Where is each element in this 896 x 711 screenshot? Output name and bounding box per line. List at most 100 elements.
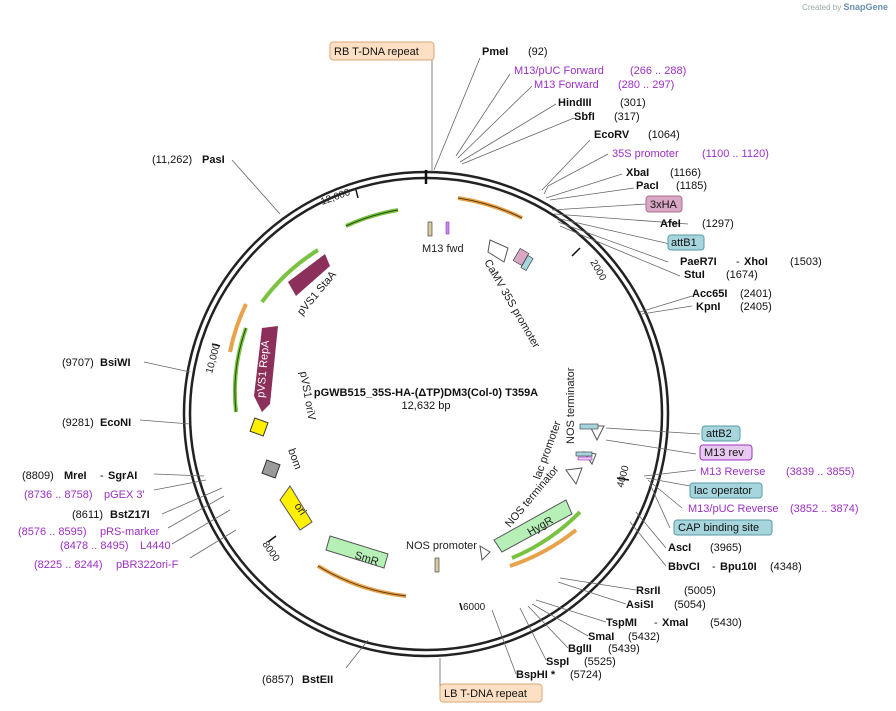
attb2-label-box: [701, 425, 741, 442]
site-xmai: XmaI: [662, 617, 688, 629]
site-bsphi-pos: (5724): [570, 669, 602, 681]
attb2-label: attB2: [706, 428, 732, 440]
site-bsphi: BspHI *: [516, 669, 556, 681]
3xha-label-box: [645, 195, 683, 213]
site-hindiii: HindIII: [558, 97, 592, 109]
camv-35s-arrow: [487, 239, 509, 263]
green-arc-top-inner: [345, 209, 399, 227]
pvs1-staa-arrow: [288, 254, 330, 296]
rb-tdna-repeat-box: [329, 41, 435, 61]
site-afei-pos: (1297): [702, 218, 734, 230]
m13-fwd-box: [427, 221, 433, 237]
primer-prs-marker: pRS-marker: [100, 526, 160, 538]
site-mrei: MreI: [64, 470, 87, 482]
primer-m13puc-fwd: M13/pUC Forward: [514, 65, 604, 77]
site-bbvci-sep: -: [712, 561, 716, 573]
orange-arc-left: [228, 303, 248, 353]
tick-10000: 10,000: [204, 342, 223, 375]
m13-rev-box: [577, 456, 593, 461]
primer-m13-reverse: M13 Reverse: [700, 466, 765, 478]
site-xbai-pos: (1166): [670, 167, 701, 179]
plasmid-title: pGWB515_35S-HA-(ΔTP)DM3(Col-0) T359A: [314, 387, 538, 399]
lb-tdna-repeat-box: [439, 683, 543, 703]
site-paci: PacI: [636, 180, 659, 192]
primer-m13puc-reverse-pos: (3852 .. 3874): [790, 503, 859, 515]
site-rsrii: RsrII: [636, 585, 660, 597]
plasmid-length: 12,632 bp: [402, 400, 451, 412]
site-smai-pos: (5432): [628, 631, 660, 643]
primer-pgex3: pGEX 3': [104, 489, 145, 501]
nos-terminator-2-arrow: [565, 467, 583, 486]
primer-m13puc-fwd-pos: (266 .. 288): [630, 65, 686, 77]
m13-fwd-primer: [445, 221, 450, 235]
site-tspmi-sep: -: [654, 617, 658, 629]
site-bstz17i: BstZ17I: [110, 509, 150, 521]
primer-35s-promoter-pos: (1100 .. 1120): [702, 148, 769, 160]
site-sbfi-pos: (317): [614, 111, 640, 123]
m13-rev-label-box: [699, 444, 753, 461]
attb1-label: attB1: [671, 237, 697, 249]
site-bglii-pos: (5439): [608, 643, 640, 655]
site-ecorv-pos: (1064): [648, 129, 680, 141]
site-xbai: XbaI: [626, 167, 649, 179]
site-sspi-pos: (5525): [584, 656, 616, 668]
site-tspmi: TspMI: [606, 617, 637, 629]
3xha-label: 3xHA: [650, 199, 678, 211]
lb-tdna-repeat-label: LB T-DNA repeat: [444, 688, 527, 700]
site-rsrii-pos: (5005): [684, 585, 716, 597]
site-afei: AfeI: [660, 218, 681, 230]
pvs1-oriv-box: [249, 417, 269, 437]
site-pasi: PasI: [202, 154, 225, 166]
green-arc-top: [345, 208, 399, 228]
site-asisi: AsiSI: [626, 599, 654, 611]
snapgene-watermark: Created by SnapGene: [802, 2, 888, 12]
site-bpu10i-pos: (4348): [770, 561, 802, 573]
site-stui-pos: (1674): [726, 269, 758, 281]
primer-l4440: L4440: [140, 540, 171, 552]
tick-marks: [211, 189, 630, 611]
site-hindiii-pos: (301): [620, 97, 646, 109]
tick-6000: 6000: [463, 602, 486, 613]
site-sbfi: SbfI: [574, 111, 595, 123]
site-xhoi: XhoI: [744, 256, 768, 268]
site-kpni-pos: (2405): [740, 301, 772, 313]
primer-m13-reverse-pos: (3839 .. 3855): [786, 466, 855, 478]
pvs1-repa-arrow: [254, 326, 278, 412]
cap-binding-site-label: CAP binding site: [678, 522, 759, 534]
site-xhoi-pos: (1503): [790, 256, 822, 268]
site-paci-pos: (1185): [676, 180, 707, 192]
site-bsiwi-pos: (9707): [62, 357, 94, 369]
attb1-box: [520, 255, 534, 271]
cap-binding-site-box: [673, 519, 773, 536]
connector-lines: [139, 57, 713, 688]
orange-arc-bottom-inner: [317, 565, 407, 597]
site-kpni: KpnI: [696, 301, 720, 313]
site-bpu10i: Bpu10I: [720, 561, 757, 573]
green-arc-staa: [260, 248, 320, 304]
nos-promoter-label: NOS promoter: [406, 540, 477, 552]
site-asisi-pos: (5054): [674, 599, 706, 611]
site-bsteii-pos: (6857): [262, 674, 294, 686]
site-smai: SmaI: [588, 631, 614, 643]
site-bsteii: BstEII: [302, 674, 333, 686]
hygr-arrow: [493, 499, 573, 553]
orange-arc-top: [457, 196, 523, 220]
site-paer7i: PaeR7I: [680, 256, 717, 268]
rb-tdna-repeat-label: RB T-DNA repeat: [334, 46, 419, 58]
site-mrei-pos: (8809): [22, 470, 54, 482]
smr-arrow: [325, 535, 389, 569]
lac-operator-label: lac operator: [694, 485, 752, 497]
site-bbvci: BbvCI: [668, 561, 700, 573]
site-asci: AscI: [668, 542, 691, 554]
site-bsiwi: BsiWI: [100, 357, 131, 369]
tick-8000: 8000: [260, 539, 282, 564]
site-stui: StuI: [684, 269, 705, 281]
orange-arc-top-inner: [457, 197, 523, 219]
site-bstz17i-pos: (8611): [72, 509, 103, 521]
ori-label: ori: [292, 501, 309, 518]
site-mrei-sep: -: [100, 470, 104, 482]
primer-m13puc-reverse: M13/pUC Reverse: [688, 503, 778, 515]
site-econi: EcoNI: [100, 417, 131, 429]
green-arc-left-inner: [234, 327, 247, 413]
